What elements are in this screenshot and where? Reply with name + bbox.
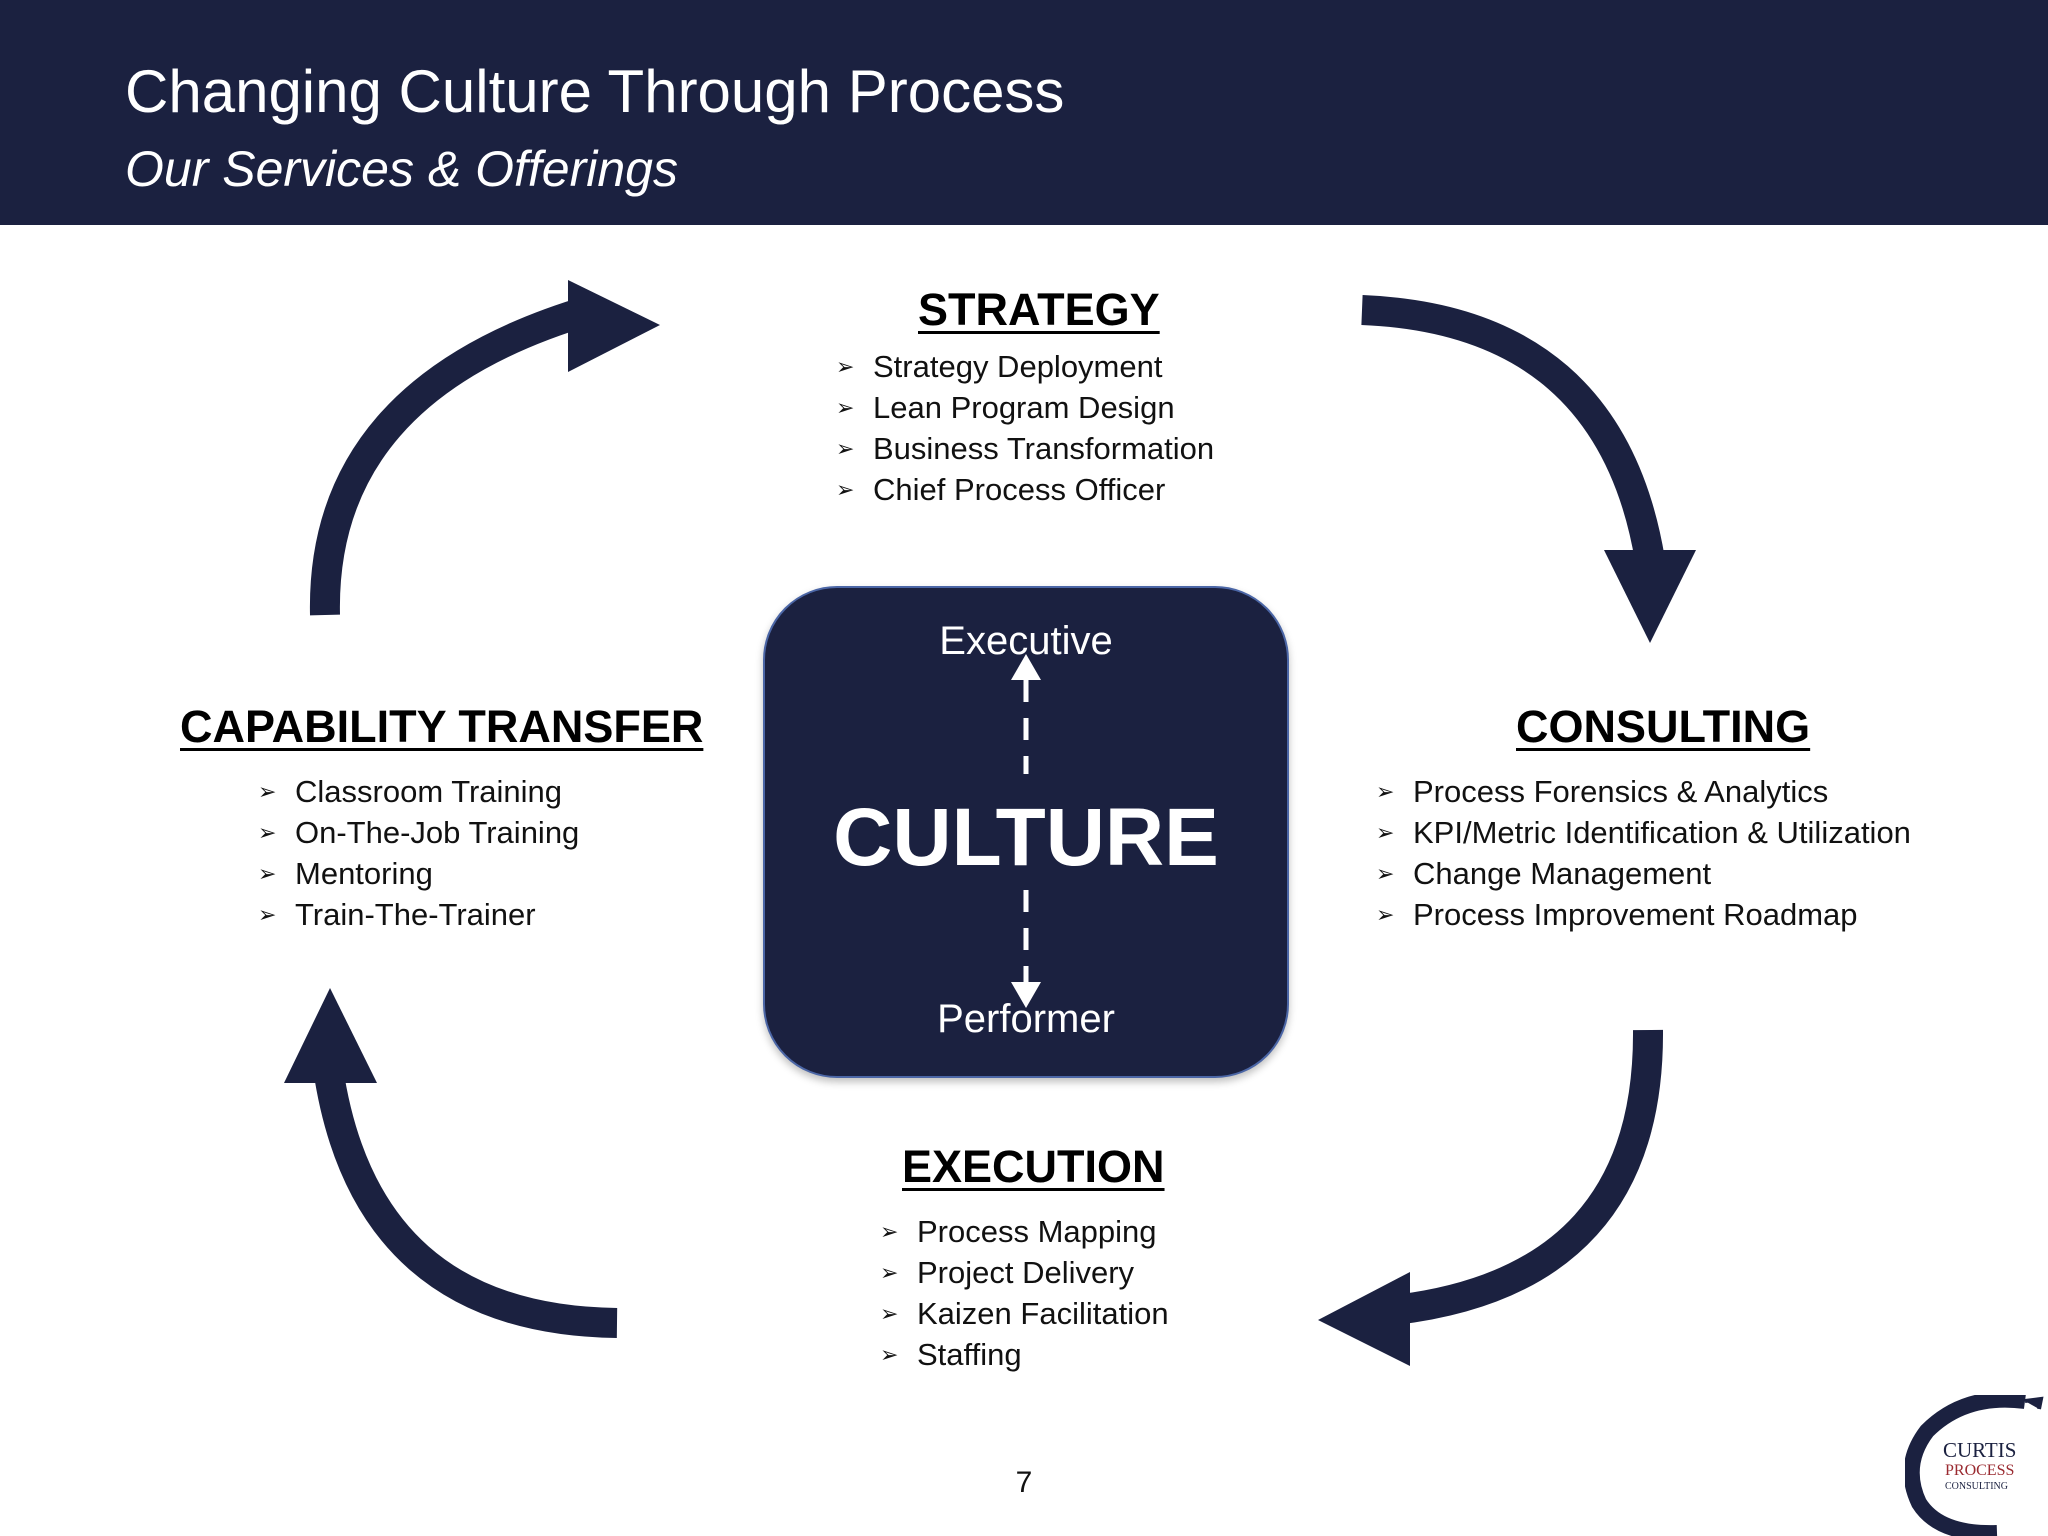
logo-c-mark: [1905, 1395, 2026, 1536]
arrowhead-consulting-to-execution: [1318, 1272, 1410, 1366]
list-item: ➢Classroom Training: [258, 771, 579, 812]
strategy-heading: STRATEGY: [918, 284, 1160, 335]
logo-text-consulting: CONSULTING: [1945, 1481, 2008, 1492]
capability-list: ➢Classroom Training ➢On-The-Job Training…: [258, 771, 579, 935]
list-item: ➢Process Mapping: [880, 1211, 1169, 1252]
arrow-bullet-icon: ➢: [258, 820, 277, 845]
list-item: ➢Process Improvement Roadmap: [1376, 894, 1911, 935]
logo-text-process: PROCESS: [1945, 1462, 2014, 1479]
list-item: ➢Kaizen Facilitation: [880, 1293, 1169, 1334]
strategy-section: STRATEGY: [918, 282, 1160, 338]
capability-section: CAPABILITY TRANSFER: [180, 699, 703, 755]
arrow-bullet-icon: ➢: [1376, 820, 1395, 845]
arrowhead-strategy-to-consulting: [1604, 550, 1696, 643]
arrowhead-execution-to-capability: [284, 988, 377, 1083]
list-item: ➢Train-The-Trainer: [258, 894, 579, 935]
list-item: ➢Business Transformation: [836, 428, 1214, 469]
list-item: ➢Chief Process Officer: [836, 469, 1214, 510]
slide-subtitle: Our Services & Offerings: [125, 141, 678, 197]
culture-label: CULTURE: [833, 792, 1219, 883]
arrow-bullet-icon: ➢: [1376, 779, 1395, 804]
arrowhead-capability-to-strategy: [568, 280, 660, 372]
arrow-bullet-icon: ➢: [880, 1301, 899, 1326]
list-item: ➢Project Delivery: [880, 1252, 1169, 1293]
slide-title: Changing Culture Through Process: [125, 58, 1065, 125]
consulting-section: CONSULTING: [1516, 699, 1810, 755]
list-item: ➢Change Management: [1376, 853, 1911, 894]
page-number: 7: [1015, 1466, 1033, 1499]
up-arrowhead-icon: [1011, 654, 1041, 680]
list-item: ➢Strategy Deployment: [836, 346, 1214, 387]
arrow-bullet-icon: ➢: [836, 395, 855, 420]
arrow-bullet-icon: ➢: [836, 436, 855, 461]
execution-heading: EXECUTION: [902, 1141, 1165, 1192]
header-bar: Changing Culture Through Process Our Ser…: [0, 0, 2048, 225]
arrow-bullet-icon: ➢: [836, 477, 855, 502]
execution-section: EXECUTION: [902, 1139, 1165, 1195]
arrow-execution-to-capability: [313, 1065, 618, 1338]
list-item: ➢Mentoring: [258, 853, 579, 894]
strategy-list: ➢Strategy Deployment ➢Lean Program Desig…: [836, 346, 1214, 510]
arrow-bullet-icon: ➢: [1376, 902, 1395, 927]
list-item: ➢Lean Program Design: [836, 387, 1214, 428]
consulting-heading: CONSULTING: [1516, 701, 1811, 752]
arrow-strategy-to-consulting: [1361, 295, 1665, 563]
consulting-list: ➢Process Forensics & Analytics ➢KPI/Metr…: [1376, 771, 1911, 935]
arrow-capability-to-strategy: [309, 295, 595, 616]
capability-heading: CAPABILITY TRANSFER: [180, 701, 704, 752]
list-item: ➢Process Forensics & Analytics: [1376, 771, 1911, 812]
logo-text-curtis: CURTIS: [1943, 1438, 2016, 1462]
arrow-bullet-icon: ➢: [880, 1342, 899, 1367]
arrow-bullet-icon: ➢: [836, 354, 855, 379]
vertical-dashed-arrows: [1011, 654, 1041, 1008]
list-item: ➢Staffing: [880, 1334, 1169, 1375]
culture-box: Executive CULTURE Performer: [763, 586, 1289, 1078]
arrow-bullet-icon: ➢: [258, 779, 277, 804]
down-arrowhead-icon: [1011, 982, 1041, 1008]
execution-list: ➢Process Mapping ➢Project Delivery ➢Kaiz…: [880, 1211, 1169, 1375]
curtis-logo: CURTIS PROCESS CONSULTING: [1905, 1395, 2044, 1536]
arrow-consulting-to-execution: [1393, 1029, 1664, 1325]
arrow-bullet-icon: ➢: [880, 1219, 899, 1244]
arrow-bullet-icon: ➢: [1376, 861, 1395, 886]
arrow-bullet-icon: ➢: [258, 902, 277, 927]
list-item: ➢KPI/Metric Identification & Utilization: [1376, 812, 1911, 853]
arrow-bullet-icon: ➢: [880, 1260, 899, 1285]
list-item: ➢On-The-Job Training: [258, 812, 579, 853]
arrow-bullet-icon: ➢: [258, 861, 277, 886]
